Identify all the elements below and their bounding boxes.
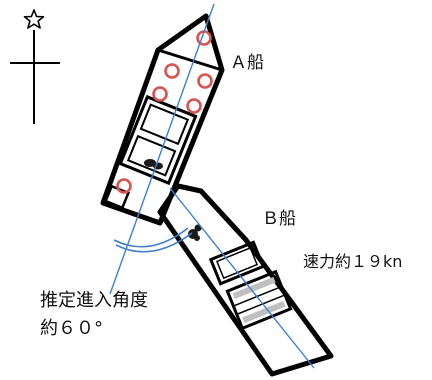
north-arrow-icon: [10, 9, 60, 124]
ship-a-hull: [100, 13, 225, 226]
ship-b-hull: [157, 183, 334, 377]
approach-angle-label: 推定進入角度: [40, 290, 148, 311]
ring: [186, 98, 202, 114]
ring: [164, 63, 180, 79]
ship-b-label: Ｂ船: [262, 209, 296, 229]
ship-a: [100, 13, 225, 226]
star-icon: [23, 9, 45, 29]
ring: [197, 73, 213, 89]
approach-angle-value: 約６０°: [40, 318, 103, 339]
ship-b-speed: 速力約１９kn: [303, 252, 402, 271]
ring: [152, 86, 168, 102]
approach-angle-arc: [113, 227, 193, 253]
ship-b-deck-fitting: [188, 224, 202, 241]
ship-b-centerline: [169, 187, 315, 369]
ring: [116, 178, 132, 194]
ship-b-cabin-fore: [208, 240, 266, 286]
ship-a-bow-line: [157, 48, 223, 72]
ship-a-label: Ａ船: [230, 53, 264, 73]
ship-a-cabin: [118, 94, 198, 186]
ship-b: [157, 183, 334, 377]
